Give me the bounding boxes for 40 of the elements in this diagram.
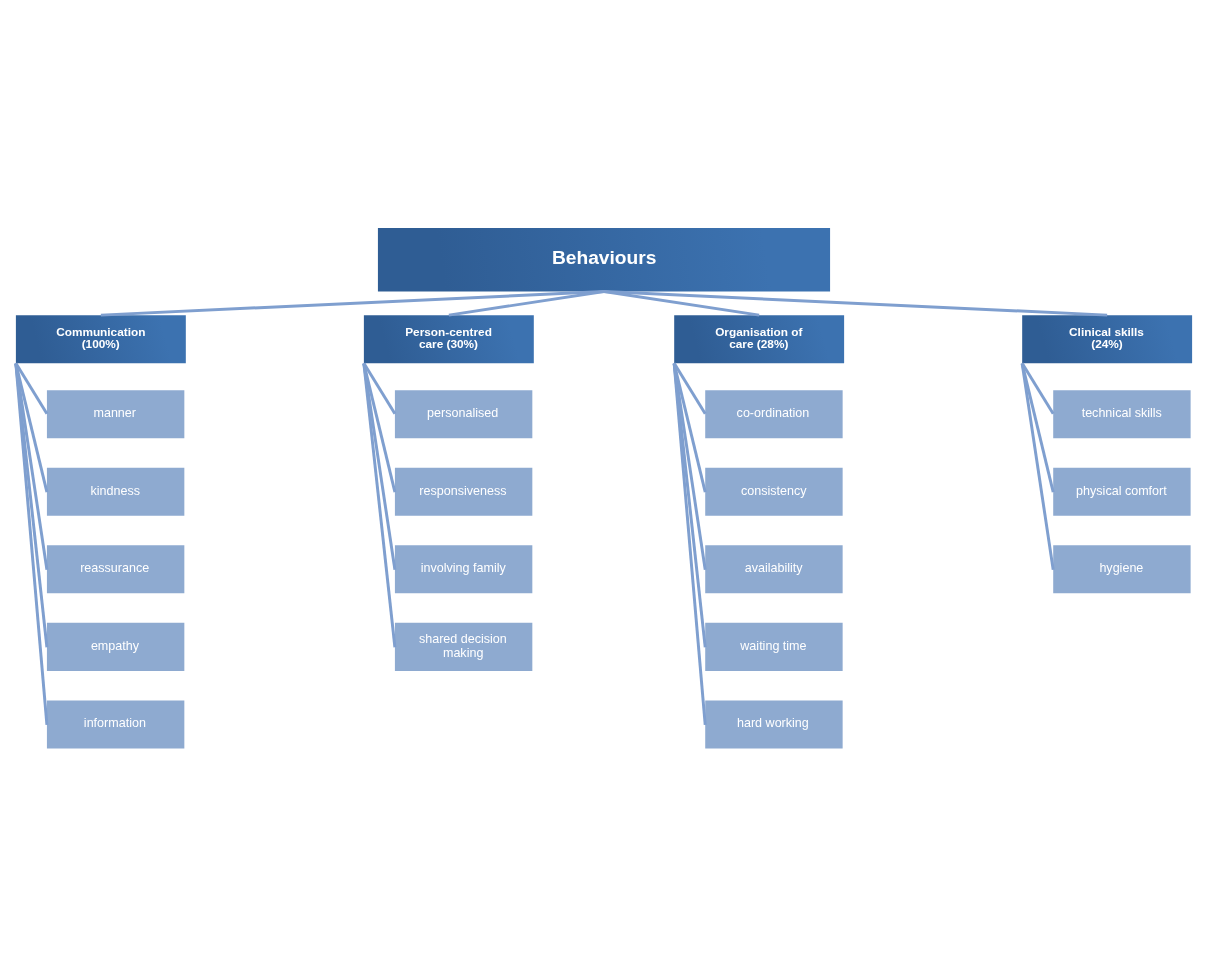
connector [14,362,49,492]
connector [672,362,707,647]
connector [362,362,397,570]
connector [603,289,1108,317]
node-box: involving family [394,544,533,593]
node-box: availability [705,544,843,593]
node-box: co-ordination [705,389,843,438]
node-box: Person-centred care (30%) [363,314,534,363]
node-box: hygiene [1053,544,1191,593]
connector [14,362,49,725]
node-box: responsiveness [394,467,533,516]
connector [14,362,49,570]
node-box: manner [46,389,185,438]
node-box: Communication (100%) [15,314,186,363]
connector [448,289,605,317]
connector [1020,362,1055,570]
connector [14,362,49,647]
connector [672,362,707,725]
node-box: Organisation of care (28%) [674,314,845,363]
connector [14,361,49,415]
node-box: Clinical skills (24%) [1022,314,1193,363]
node-box: technical skills [1053,389,1191,438]
node-box: waiting time [705,622,843,671]
connector [362,362,397,492]
node-box: Behaviours [377,227,831,291]
connector [672,362,707,570]
node-box: consistency [705,467,843,516]
node-box: empathy [46,622,185,671]
node-box: kindness [46,467,185,516]
connector [672,362,707,492]
node-box: information [46,699,185,748]
node-box: hard working [705,699,843,748]
node-box: physical comfort [1053,467,1191,516]
connector [362,361,397,415]
node-box: shared decision making [394,622,533,671]
node-box: personalised [394,389,533,438]
connector [100,289,605,317]
node-box: reassurance [46,544,185,593]
connector [672,361,707,415]
connector [362,362,397,647]
